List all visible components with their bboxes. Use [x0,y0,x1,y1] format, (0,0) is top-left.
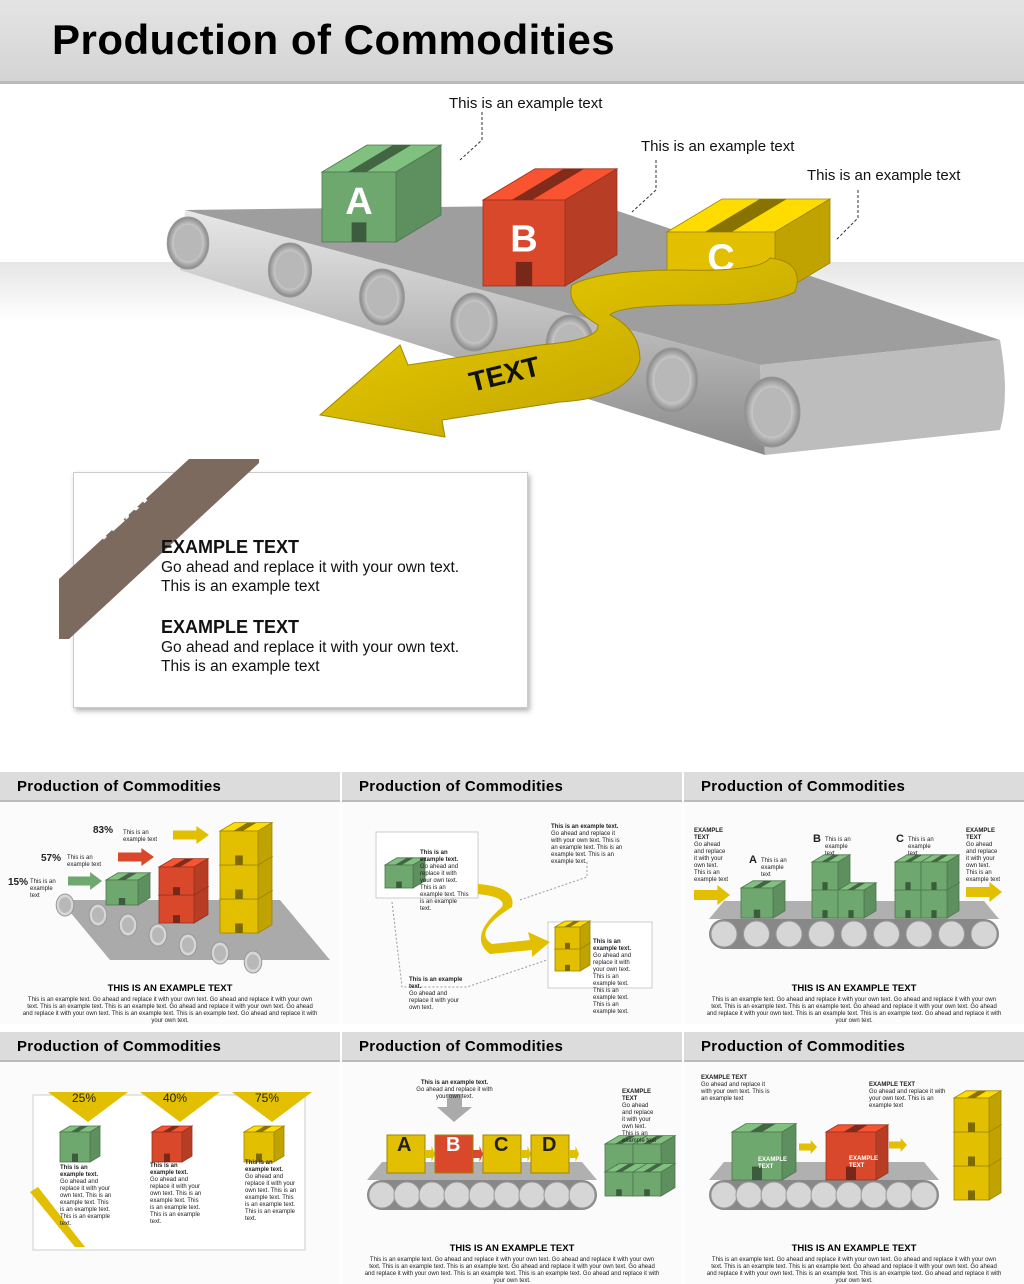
thumbnail-graphic [709,1090,1003,1210]
down-arrow-icon [437,1094,472,1122]
step-box [386,1134,426,1174]
thumbnail-graphic [694,854,1002,949]
box-icon [836,882,878,919]
box-icon [104,872,152,906]
callout-b: This is an example text [641,138,795,155]
arrow-icon [68,872,102,890]
leader-lines [459,112,859,241]
roller-hub [58,897,72,913]
ribbon-corner [30,1187,85,1247]
arrow-icon [425,1146,435,1162]
arrow-icon [694,885,730,905]
box-icon: B [481,168,619,287]
leader-lines [391,860,588,988]
thumbnail-graphic [367,1094,677,1210]
roller-hub [752,387,792,437]
box-icon: A [320,144,443,243]
box-icon [242,1125,286,1163]
ribbon-tag [140,1092,220,1122]
thumbnail-graphic [375,831,653,989]
arrow-icon [118,848,154,866]
slide-title: Production of Commodities [52,16,616,63]
box-icon [383,857,427,889]
thumbnail-4[interactable]: Production of Commodities 25% 40% 75% Th… [0,1032,340,1284]
box-icon [919,854,961,891]
thumbnail-graphic [55,821,330,974]
callout-c: This is an example text [807,167,961,184]
ribbon-arrow [318,257,798,438]
thumbnail-graphic [30,1092,312,1251]
arrow-icon [569,1146,579,1162]
thumbnail-2[interactable]: Production of Commodities This is an exa… [342,772,682,1024]
step-box [530,1134,570,1174]
roller-hub [275,251,305,289]
box-icon [157,857,210,896]
roller-hub [213,945,227,961]
arrow-icon [521,1146,531,1162]
roller-hub [181,937,195,953]
roller-hub [246,954,260,970]
ribbon-tag [48,1092,128,1122]
arrow-icon [889,1138,907,1152]
ribbon-tag [232,1092,312,1122]
arrow-icon [966,882,1002,902]
step-box [434,1134,474,1174]
conveyor-belt [367,1162,597,1210]
text-box [32,1094,306,1251]
roller-hub [91,907,105,923]
slide-header: Production of Commodities [0,0,1024,84]
arrow-icon [799,1140,817,1154]
box-label: B [510,219,537,261]
box-icon [631,1162,677,1197]
thumbnail-1[interactable]: Production of Commodities 83% This is an… [0,772,340,1024]
arrow-icon [173,826,209,844]
box-icon [739,880,787,919]
ribbon-corner: TEXT [59,459,259,639]
box-icon [730,1122,798,1181]
roller-hub [458,301,490,343]
roller-hub [654,357,690,403]
box-icon [58,1125,102,1163]
thumbnail-5[interactable]: Production of Commodities This is an exa… [342,1032,682,1284]
box-label: A [345,181,372,223]
roller-hub [151,927,165,943]
box-icon [150,1125,194,1163]
arrow-icon [473,1146,483,1162]
callout-a: This is an example text [449,95,603,112]
box-icon [952,1090,1003,1133]
box-icon [810,854,852,891]
step-box [482,1134,522,1174]
roller-hub [121,917,135,933]
box-icon [218,821,274,866]
ribbon-arrow [478,884,550,957]
roller-hub [366,277,398,317]
box-icon [824,1124,890,1181]
roller-hub [173,224,203,262]
box-icon [553,920,592,950]
